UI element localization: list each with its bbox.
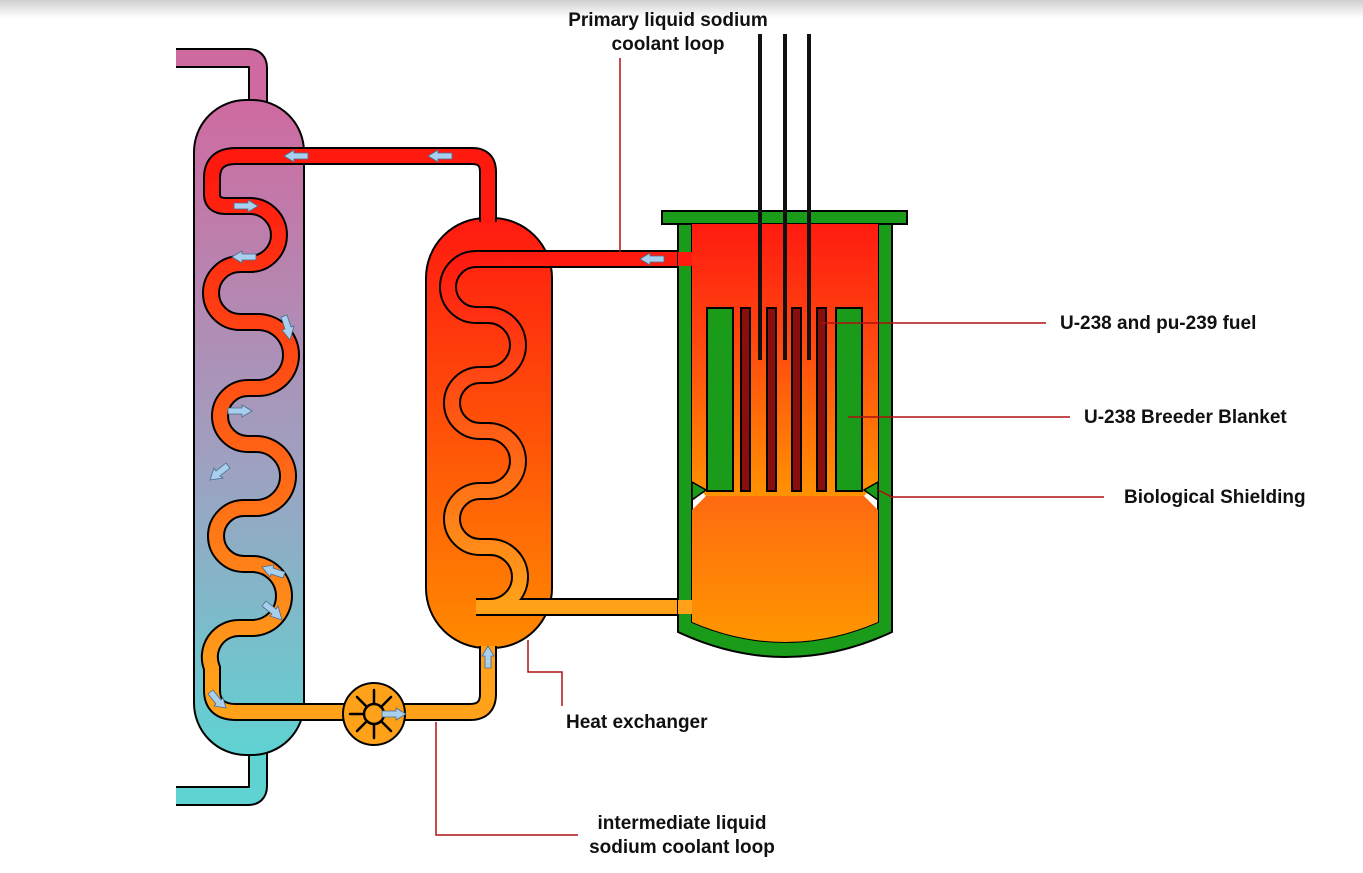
flow-arrow: [233, 199, 259, 213]
breeder-blanket-right: [835, 307, 863, 492]
leader-shielding: [877, 489, 1104, 498]
flow-arrow: [427, 149, 453, 163]
breeder-blanket-left: [706, 307, 734, 492]
flow-arrows: [207, 149, 665, 721]
pump-impeller-blades: [348, 688, 400, 740]
fuel-rod: [740, 307, 751, 492]
flow-arrow: [231, 250, 257, 264]
label-primary-loop-line2: coolant loop: [612, 34, 725, 55]
flow-arrow: [481, 645, 495, 669]
label-breeder-blanket: U-238 Breeder Blanket: [1084, 407, 1287, 428]
flow-arrow: [283, 149, 309, 163]
fuel-rod: [791, 307, 802, 492]
reactor: [661, 34, 908, 658]
flow-arrow: [261, 564, 286, 579]
flow-arrow: [381, 707, 407, 721]
leader-intermediate-loop: [435, 722, 578, 836]
flow-arrow: [227, 404, 253, 418]
steam-generator-coil: [202, 178, 298, 690]
flow-arrow: [280, 314, 295, 341]
label-intermediate-loop-line2: sodium coolant loop: [589, 837, 775, 858]
flow-arrow: [261, 600, 283, 621]
control-rods: [758, 34, 811, 360]
fuel-rods: [740, 307, 827, 492]
flow-arrow: [207, 689, 227, 709]
steam-outlet-pipe: [176, 50, 266, 106]
reactor-lower-plenum: [692, 496, 878, 642]
water-inlet-pipe: [176, 748, 266, 804]
primary-loop: [439, 250, 690, 616]
hot-intermediate-pipe: [205, 149, 495, 222]
leader-heat-exchanger: [527, 640, 563, 706]
fuel-rod: [816, 307, 827, 492]
fuel-rod: [766, 307, 777, 492]
label-heat-exchanger: Heat exchanger: [566, 712, 708, 733]
label-primary-loop-line1: Primary liquid sodium: [568, 10, 768, 31]
steam-generator: [176, 48, 305, 806]
flow-arrow: [209, 462, 231, 481]
flow-arrow: [639, 252, 665, 266]
label-biological-shielding: Biological Shielding: [1124, 487, 1306, 508]
primary-loop-coil: [441, 252, 690, 614]
top-shade: [0, 0, 1363, 18]
label-intermediate-loop-line1: intermediate liquid: [598, 813, 767, 834]
label-fuel: U-238 and pu-239 fuel: [1060, 313, 1256, 334]
leader-lines: [435, 58, 1104, 836]
